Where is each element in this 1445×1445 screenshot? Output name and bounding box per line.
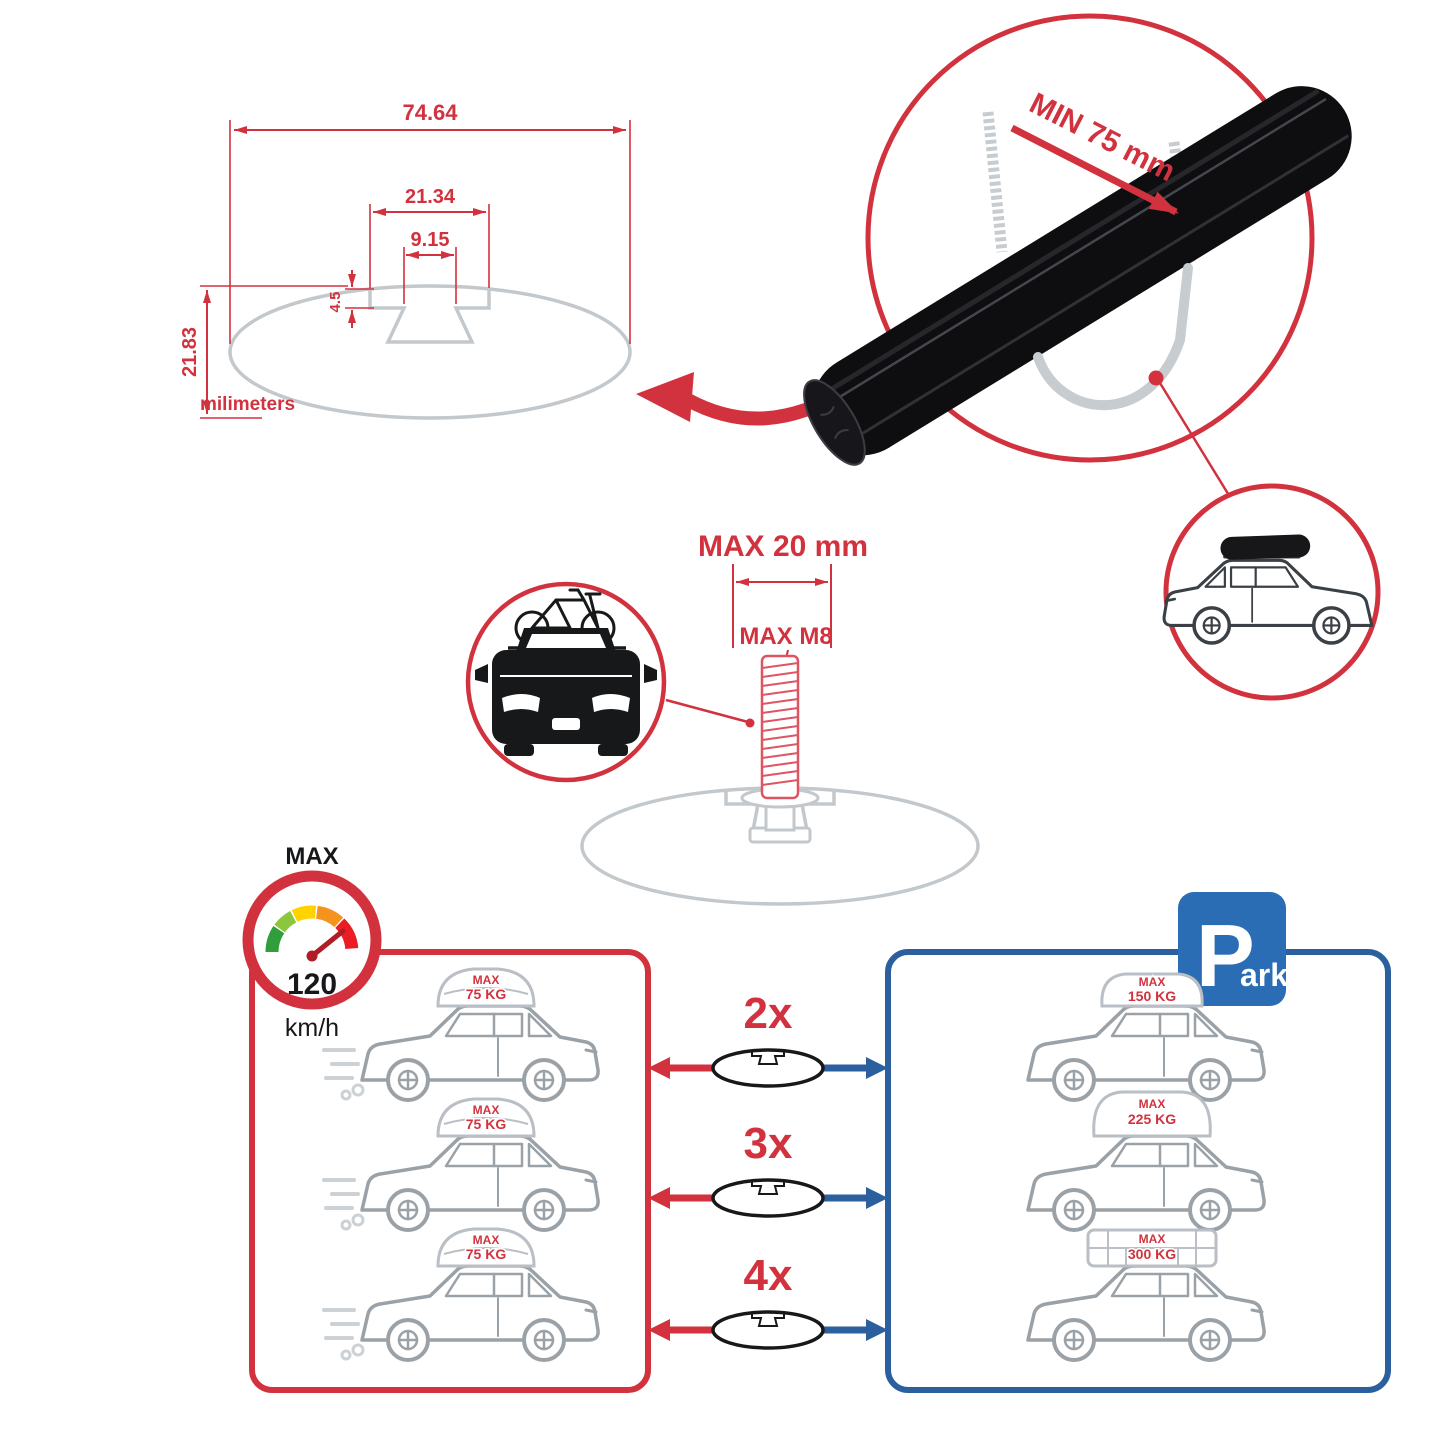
parked-car-1: MAX 150 KG	[1026, 972, 1267, 1102]
bolt-detail: MAX 20 mm MAX M8	[580, 530, 980, 906]
profile-dimension-diagram: 74.64 21.34 9.15 4.5 21.83	[179, 100, 632, 420]
clamp-strap	[1033, 263, 1240, 511]
dimension-profile-height	[200, 285, 348, 419]
speed-max-label: MAX	[285, 843, 338, 870]
clamp-point-dot	[1148, 370, 1164, 386]
dimension-max-20	[732, 564, 832, 648]
multiplier-label: 2x	[744, 989, 793, 1038]
arrow-right-icon	[866, 1057, 888, 1079]
badge-leader-line	[665, 698, 749, 724]
suv-side-icon	[1162, 534, 1374, 645]
lip-depth-label: 4.5	[327, 292, 344, 313]
speedometer-icon	[242, 870, 382, 1010]
cargo-weight-label: 75 KG	[466, 1116, 507, 1132]
multiplier-label: 3x	[744, 1119, 793, 1168]
cargo-weight-label: 225 KG	[1128, 1111, 1176, 1127]
driving-car-2: MAX 75 KG	[322, 1097, 601, 1232]
channel-width-label: 21.34	[405, 186, 456, 208]
arrowhead	[636, 372, 694, 422]
roof-box-icon	[1220, 534, 1311, 560]
max-thread-label: MAX M8	[739, 623, 832, 650]
cargo-max-label: MAX	[473, 973, 500, 987]
crossbar-section-icon	[711, 1310, 825, 1350]
multiplier-row-3x: 3x	[648, 1119, 888, 1218]
arrow-left-icon	[648, 1319, 670, 1341]
crossbar-section-icon	[711, 1178, 825, 1218]
t-slot-channel-outline	[368, 289, 491, 344]
speed-unit: km/h	[285, 1014, 339, 1042]
arrow-right-icon	[866, 1319, 888, 1341]
leader-to-car-circle	[1158, 382, 1240, 511]
park-sign-p: P	[1196, 906, 1255, 1005]
cargo-max-label: MAX	[473, 1233, 500, 1247]
outer-width-label: 74.64	[402, 100, 458, 125]
gauge-needle	[309, 928, 346, 959]
max-length-label: MAX 20 mm	[698, 530, 868, 563]
cargo-weight-label: 150 KG	[1128, 988, 1176, 1004]
cargo-weight-label: 75 KG	[466, 1246, 507, 1262]
crossbar-3d	[803, 86, 1352, 466]
multiplier-row-4x: 4x	[648, 1251, 888, 1350]
crossbar-section-icon	[711, 1048, 825, 1088]
slot-width-label: 9.15	[411, 229, 450, 251]
cargo-max-label: MAX	[1139, 1232, 1166, 1246]
arrow-left-icon	[648, 1187, 670, 1209]
gauge-arcs	[265, 905, 359, 953]
dimension-lip-depth	[345, 270, 374, 328]
parked-car-3: MAX 300 KG	[1026, 1228, 1267, 1362]
car-front-badge	[465, 581, 755, 783]
multiplier-label: 4x	[744, 1251, 793, 1300]
cargo-max-label: MAX	[473, 1103, 500, 1117]
dimension-slot-width	[403, 247, 457, 304]
units-label: milimeters	[200, 394, 295, 415]
speed-value: 120	[287, 968, 337, 1001]
speed-limit-badge: MAX 120 km/h	[242, 843, 382, 1042]
dimension-channel-width	[369, 204, 490, 288]
profile-height-label: 21.83	[179, 327, 201, 377]
parked-car-2: MAX 225 KG	[1026, 1090, 1267, 1232]
park-sign: P ark	[1178, 892, 1288, 1006]
multiplier-row-2x: 2x	[648, 989, 888, 1088]
arrow-right-icon	[866, 1187, 888, 1209]
car-front-icon	[475, 628, 657, 756]
cargo-weight-label: 300 KG	[1128, 1246, 1176, 1262]
cargo-max-label: MAX	[1139, 1097, 1166, 1111]
suv-roofbox-badge	[1162, 483, 1381, 701]
arrow-left-icon	[648, 1057, 670, 1079]
cargo-weight-label: 75 KG	[466, 986, 507, 1002]
driving-car-3: MAX 75 KG	[322, 1227, 601, 1362]
bar-end-cap	[803, 379, 866, 466]
dimension-outer-width	[229, 120, 631, 344]
zoom-circle	[865, 13, 1315, 463]
park-sign-ark: ark	[1240, 957, 1288, 993]
threaded-bolt-icon	[760, 654, 800, 800]
crossbar-profile-ellipse	[228, 284, 632, 420]
badge-leader-dot	[745, 718, 755, 728]
driving-car-1: MAX 75 KG	[322, 967, 601, 1102]
cargo-max-label: MAX	[1139, 975, 1166, 989]
